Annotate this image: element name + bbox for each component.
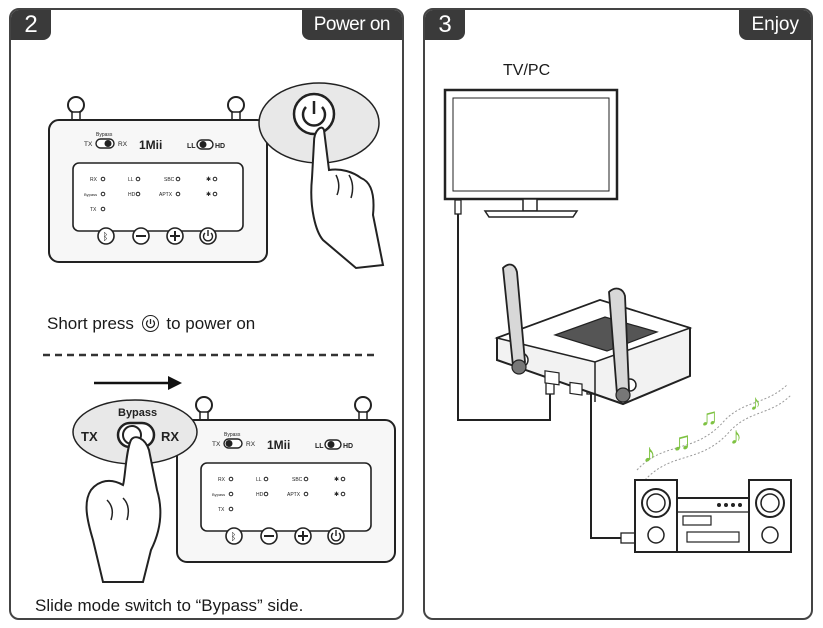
- slide-instruction: Slide mode switch to “Bypass” side.: [35, 596, 304, 615]
- bluetooth-icon: ᛒ: [231, 532, 237, 543]
- led-label-aptx: APTX: [159, 192, 173, 198]
- tv-monitor: [443, 88, 619, 218]
- indicator-panel-2: [200, 462, 372, 532]
- stereo-system: [634, 479, 792, 553]
- tx-label-small-2: TX: [212, 441, 221, 448]
- power-button[interactable]: [199, 227, 217, 245]
- power-zoom-callout: [258, 82, 385, 270]
- plus-icon: [298, 531, 308, 541]
- led-label-ll-2: LL: [256, 477, 262, 483]
- plus-button[interactable]: [166, 227, 184, 245]
- step3-panel: 3 Enjoy TV/PC: [423, 8, 813, 620]
- led-label-ll: LL: [128, 177, 134, 183]
- power-instruction-after: to power on: [166, 314, 256, 333]
- music-note-icon: ♫: [700, 404, 718, 431]
- audio-cable: [590, 392, 635, 539]
- hd-label-2: HD: [343, 443, 353, 450]
- device-top: Bypass TX RX 1Mii LL HD RX LL SBC ✱ Bypa…: [48, 96, 268, 263]
- antenna-right: [608, 287, 630, 396]
- power-instruction-before: Short press: [47, 314, 134, 333]
- step2-title: Power on: [301, 10, 402, 40]
- antenna-left: [502, 263, 526, 368]
- led-label-rx-2: RX: [218, 477, 226, 483]
- music-note-icon: ♫: [672, 426, 692, 456]
- led-label-tx-2: TX: [218, 507, 225, 513]
- zoom-bypass-label: Bypass: [118, 407, 157, 419]
- optical-cable: [457, 214, 551, 421]
- switch-label-small-2: Bypass: [224, 432, 241, 438]
- bluetooth-button-2[interactable]: [225, 527, 243, 545]
- tv-stand: [483, 210, 579, 218]
- music-note-icon: ♪: [730, 423, 742, 450]
- antenna-knob-left: [67, 96, 85, 114]
- hd-label: HD: [215, 143, 225, 150]
- optical-connector: [454, 199, 462, 215]
- plus-icon: [170, 231, 180, 241]
- music-notes: ♪ ♫ ♫ ♪ ♪: [636, 384, 792, 481]
- led-label-tx: TX: [90, 207, 97, 213]
- ll-label: LL: [187, 143, 196, 150]
- bt-led-icon-4: ✱: [334, 491, 339, 498]
- ll-label-2: LL: [315, 443, 324, 450]
- transceiver-device: [494, 263, 693, 406]
- led-label-hd-2: HD: [256, 492, 264, 498]
- step3-title: Enjoy: [739, 10, 811, 40]
- transceiver-top-panel: [553, 316, 659, 352]
- bt-led-icon-2: ✱: [206, 191, 211, 198]
- music-note-icon: ♪: [750, 390, 761, 415]
- minus-button[interactable]: [132, 227, 150, 245]
- bt-led-icon: ✱: [206, 176, 211, 183]
- bluetooth-button[interactable]: ᛒ: [97, 227, 115, 245]
- power-instruction: Short press to power on: [47, 314, 255, 334]
- arrow-right-icon: [94, 376, 182, 390]
- step2-panel: 2 Power on Bypass TX RX 1Mii LL HD RX LL…: [9, 8, 404, 620]
- step3-illustration: ♪ ♫ ♫ ♪ ♪: [443, 88, 792, 553]
- tv-label: TV/PC: [503, 62, 551, 79]
- power-icon: [330, 532, 342, 542]
- led-label-bypass-2: Bypass: [212, 492, 225, 497]
- brand-logo-2: 1Mii: [267, 438, 290, 452]
- bypass-zoom-callout: Bypass TX RX: [72, 399, 198, 583]
- led-label-sbc: SBC: [164, 177, 175, 183]
- zoom-tx-label: TX: [81, 429, 98, 444]
- led-label-rx: RX: [90, 177, 98, 183]
- step3-number: 3: [425, 10, 465, 40]
- led-label-bypass: Bypass: [84, 192, 97, 197]
- antenna-knob-right: [227, 96, 245, 114]
- power-icon: [141, 315, 159, 332]
- finger-hand: [310, 126, 385, 270]
- bt-led-icon-3: ✱: [334, 476, 339, 483]
- indicator-panel: [72, 162, 244, 232]
- device-bottom: Bypass TX RX 1Mii LL HD RX LL SBC ✱ Bypa…: [176, 396, 396, 563]
- finger-hand-2: [85, 436, 162, 583]
- power-icon: [202, 232, 214, 242]
- tx-label-small: TX: [84, 141, 93, 148]
- brand-logo: 1Mii: [139, 138, 162, 152]
- bluetooth-icon: ᛒ: [103, 232, 109, 243]
- rx-label-small: RX: [118, 141, 128, 148]
- step2-number: 2: [11, 10, 51, 40]
- led-label-hd: HD: [128, 192, 136, 198]
- music-note-icon: ♪: [643, 438, 656, 468]
- rx-label-small-2: RX: [246, 441, 256, 448]
- step2-illustration: Bypass TX RX 1Mii LL HD RX LL SBC ✱ Bypa…: [43, 82, 396, 583]
- zoom-rx-label: RX: [161, 429, 179, 444]
- led-label-aptx-2: APTX: [287, 492, 301, 498]
- switch-label-small: Bypass: [96, 132, 113, 138]
- led-label-sbc-2: SBC: [292, 477, 303, 483]
